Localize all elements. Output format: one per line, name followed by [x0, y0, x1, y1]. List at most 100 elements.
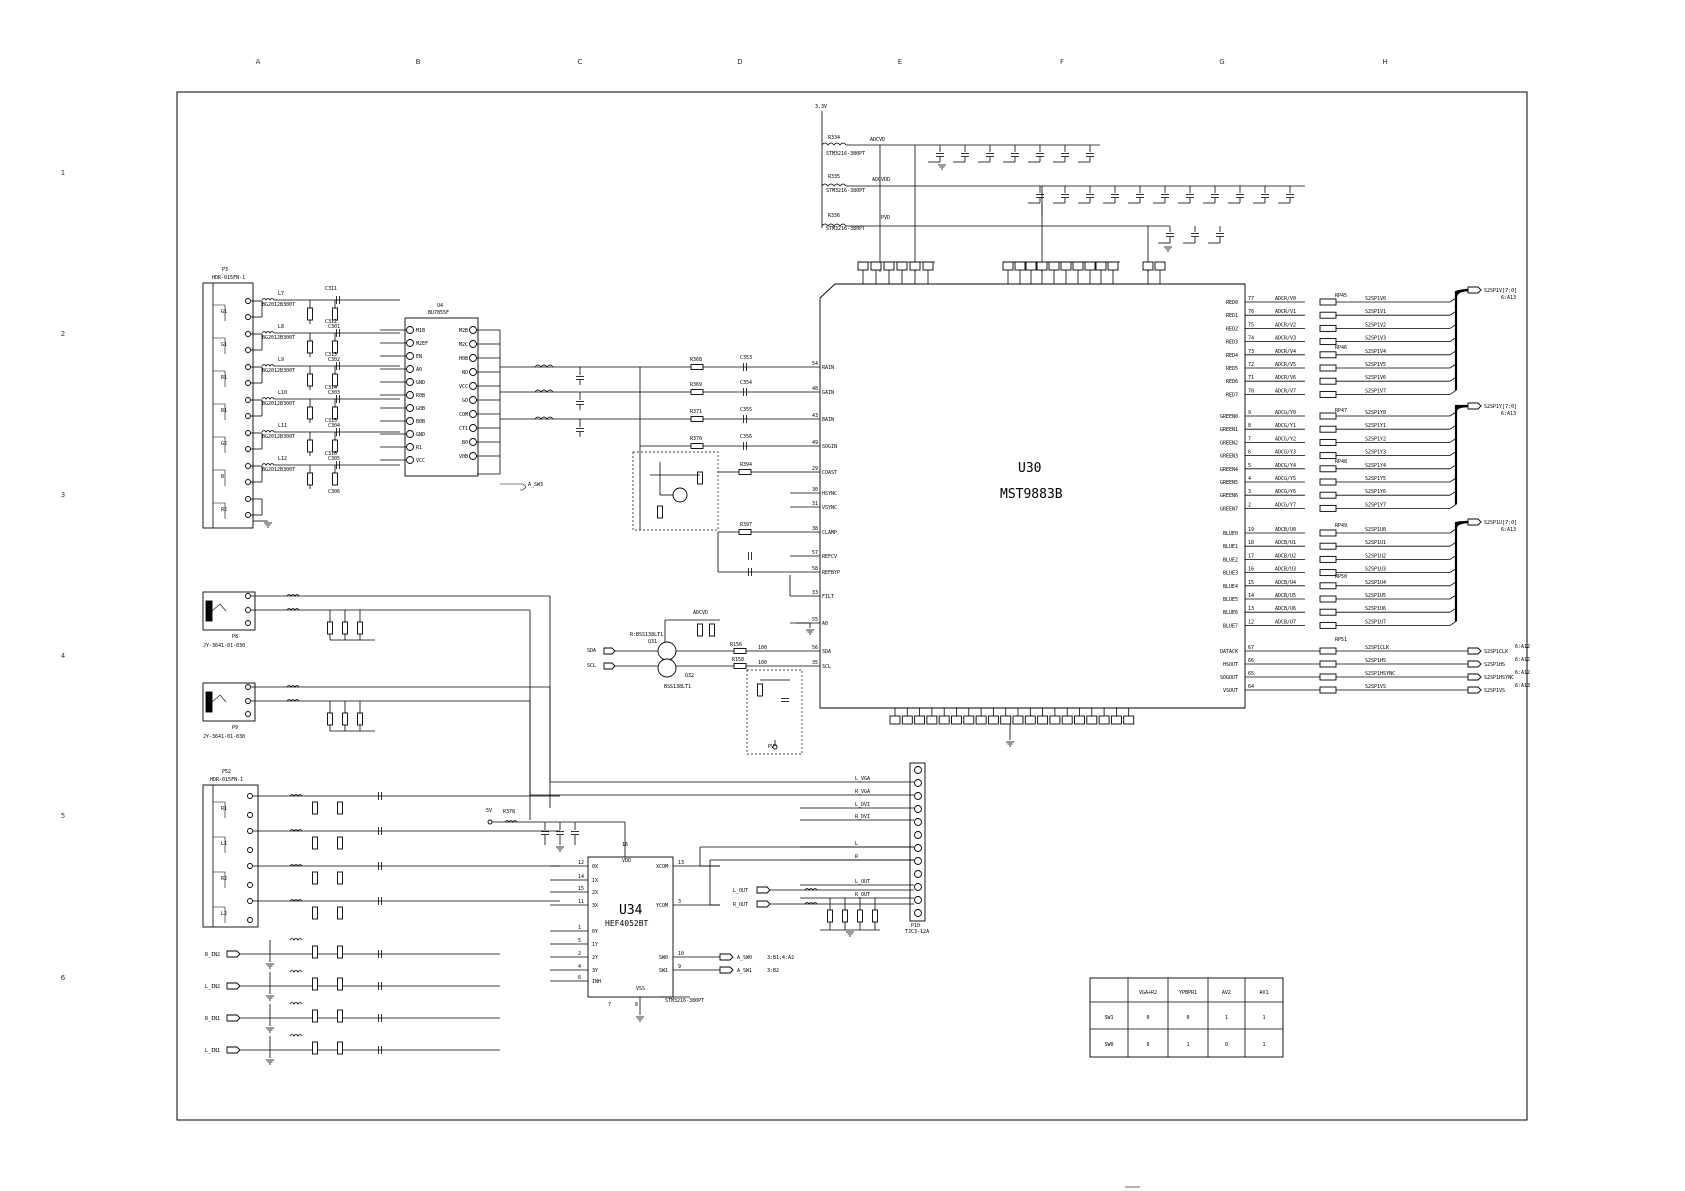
truth-cell: 1	[1225, 1015, 1228, 1021]
u30-pin-num: 15	[1248, 580, 1254, 586]
u30-pin-num: 75	[1248, 322, 1254, 328]
u34-pin-name: 3Y	[592, 968, 598, 974]
p3-contact	[213, 403, 226, 420]
u34-pin-name: 1Y	[592, 942, 598, 948]
rpack-cell	[1319, 542, 1337, 550]
output-net: S2SP1V3	[1365, 336, 1386, 342]
p10-pin	[914, 766, 922, 774]
ctrl-label: S2SP1HS	[1484, 662, 1505, 668]
truth-header: VGA+R2	[1139, 990, 1157, 996]
ferrite-icon	[286, 594, 300, 597]
rpack-cell	[1319, 595, 1337, 603]
u30-pin-name: VSOUT	[1223, 688, 1238, 694]
ferrite-icon	[289, 794, 303, 797]
p52-part: HDR-015FN-1	[210, 777, 243, 783]
u30-pin-name: RED3	[1226, 340, 1238, 346]
jack-ref: P8	[232, 634, 238, 640]
output-signal: ADCR/V0	[1275, 296, 1296, 302]
resistor-icon	[307, 373, 313, 387]
pin-circle	[245, 496, 251, 502]
u30-pin-num: 38	[812, 526, 818, 532]
u4-pin	[469, 368, 477, 376]
u4-pin	[406, 352, 414, 360]
output-signal: ADCR/V2	[1275, 322, 1296, 328]
zone-row-1: 1	[61, 169, 65, 177]
resistor-icon	[857, 909, 863, 923]
ferrite-part: BG2012B300T	[262, 368, 295, 374]
cap-ref: C315	[325, 418, 337, 424]
ctrl-net: S2SP1CLK	[1365, 645, 1389, 651]
rpack-cell	[1319, 465, 1337, 473]
zone-row-5: 5	[61, 812, 65, 820]
output-signal: ADCG/Y6	[1275, 489, 1296, 495]
u30-pin-num: 8	[1248, 423, 1251, 429]
u30-pin-num: 77	[1248, 296, 1254, 302]
resistor-icon	[342, 621, 348, 635]
ferrite-icon	[534, 389, 554, 393]
offpage-connector	[1467, 647, 1482, 655]
ctrl-ref: 6:A13	[1515, 683, 1530, 689]
u34-ferrite: STM3216-380PT	[665, 998, 704, 1004]
u30-pin-name: BAIN	[822, 417, 834, 423]
ferrite-ref: L7	[278, 291, 284, 297]
u30-top-pin	[1048, 261, 1060, 271]
pin-circle	[245, 397, 251, 403]
resistor-icon	[337, 836, 343, 850]
u30-pin-num: 43	[812, 413, 818, 419]
p52-pin-label: L1	[221, 841, 227, 847]
ctrl-ref: 6:A12	[1515, 657, 1530, 663]
offpage-connector	[1467, 686, 1482, 694]
zone-col-C: C	[578, 58, 583, 66]
ferrite-icon	[261, 331, 275, 334]
output-net: S2SP1Y6	[1365, 489, 1386, 495]
i2c-level-shift: R:BSS138LT1SDASCLQ31Q32BSS138LT1R156R158…	[587, 610, 790, 750]
output-signal: ADCR/V6	[1275, 375, 1296, 381]
resistor-icon	[757, 683, 763, 697]
audio-out-port	[756, 886, 771, 894]
output-signal: ADCR/V7	[1275, 388, 1296, 394]
output-signal: ADCB/U7	[1275, 619, 1296, 625]
p10-signal: L_OUT	[855, 879, 870, 885]
p10-pin	[914, 857, 922, 865]
truth-cell: 0	[1186, 1015, 1189, 1021]
ctrl-ref: 6:A12	[1515, 670, 1530, 676]
u4-pin	[469, 354, 477, 362]
p10-signal: R_OUT	[855, 892, 870, 898]
rpack-label: RP49	[1335, 523, 1347, 529]
u30-pin-name: REFBYP	[822, 570, 840, 576]
u4-pin-name: M1B	[416, 328, 425, 334]
resistor-icon	[337, 871, 343, 885]
trans-part: BSS138LT1	[664, 684, 691, 690]
resistor-icon	[337, 1041, 343, 1055]
u30-top-pin	[1014, 261, 1026, 271]
cap-ref: C304	[328, 423, 340, 429]
cap-ref: C306	[328, 489, 340, 495]
rpack-cell	[1319, 569, 1337, 577]
u30-pin-name: BLUE6	[1223, 610, 1238, 616]
ferrite-icon	[286, 699, 300, 702]
p52-contact	[213, 906, 226, 923]
rpack-cell	[1319, 582, 1337, 590]
output-signal: ADCG/Y5	[1275, 476, 1296, 482]
audio-in-label: L_IN1	[205, 1048, 220, 1054]
u30-bot-pin	[963, 715, 975, 725]
u30-bot-pin	[1123, 715, 1135, 725]
r156: R156	[730, 642, 742, 648]
rpack-label: RP51	[1335, 637, 1347, 643]
p3-pin-label: R1	[221, 408, 227, 414]
resistor-icon	[312, 1009, 318, 1023]
u4-pin	[469, 340, 477, 348]
rpack-cell	[1319, 324, 1337, 332]
bus-ref: 6:A13	[1501, 527, 1516, 533]
u4-pin	[406, 417, 414, 425]
u30-pin-num: 57	[812, 550, 818, 556]
r156-val: 100	[758, 645, 767, 651]
ferrite-icon	[286, 685, 300, 688]
u30-pin-num: 71	[1248, 375, 1254, 381]
resistor-icon	[337, 801, 343, 815]
ferrite-2-label: STM3216-380PT	[826, 188, 865, 194]
u30-top-pin	[1107, 261, 1119, 271]
output-net: S2SP1U7	[1365, 619, 1386, 625]
u4-pin	[469, 424, 477, 432]
u30-top-pin	[1154, 261, 1166, 271]
